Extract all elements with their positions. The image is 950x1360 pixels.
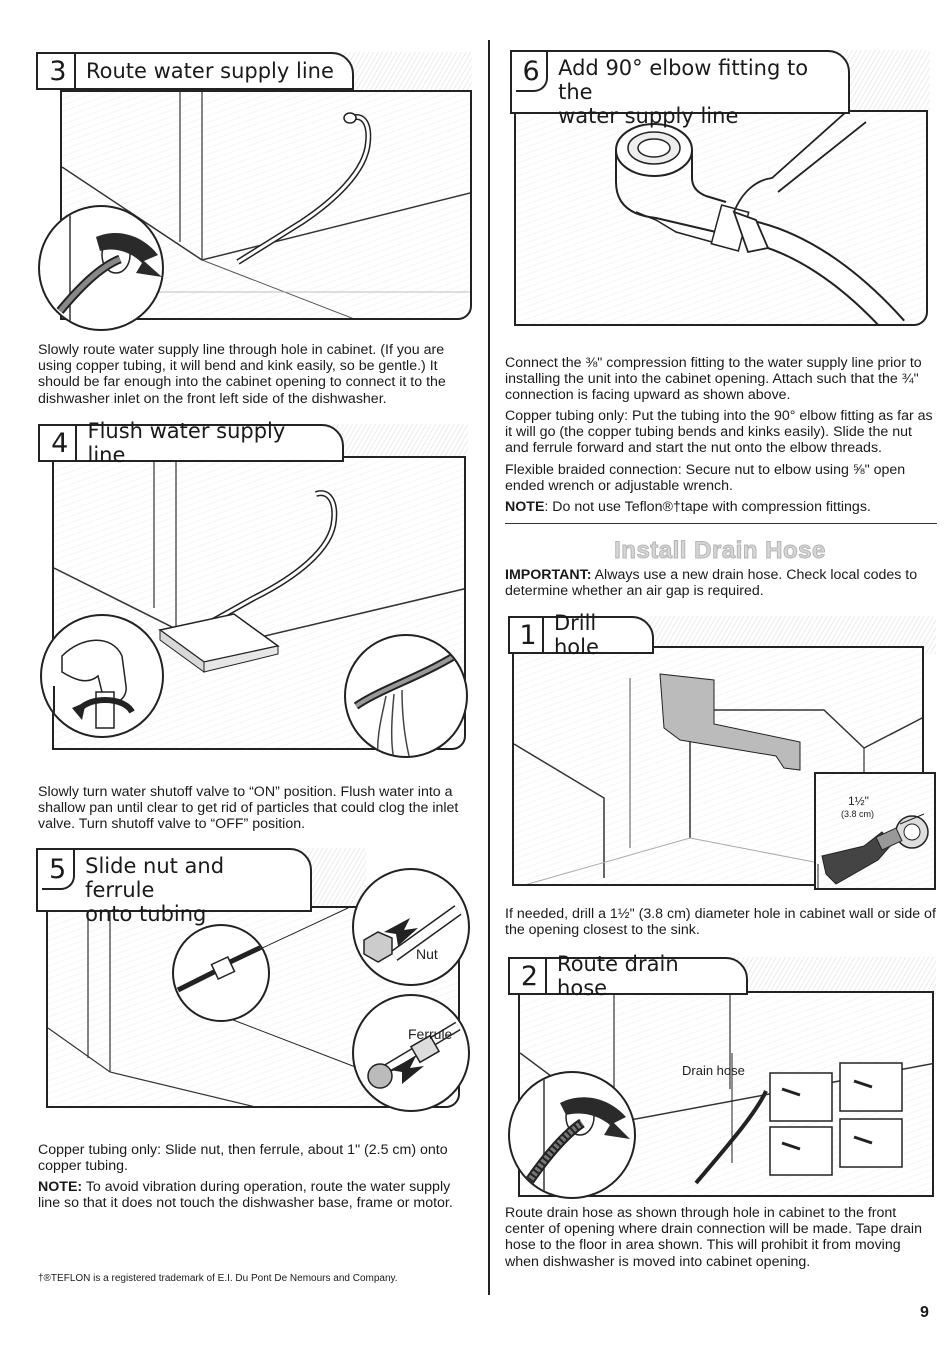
step-5-header: 5 Slide nut and ferrule onto tubing <box>36 848 312 926</box>
step-4-header: 4 Flush water supply line <box>38 419 344 467</box>
step-4-title: Flush water supply line <box>87 419 286 467</box>
install-drain-hose-heading: Install Drain Hose <box>614 537 826 565</box>
step-5-small-detail <box>172 924 270 1022</box>
step-6-note-label: NOTE <box>505 499 545 515</box>
drain-step-2-text: Route drain hose as shown through hole i… <box>505 1205 922 1270</box>
step-4-flush-detail <box>344 634 468 758</box>
hole-size-label: 1½" <box>848 794 869 808</box>
step-6-illustration <box>514 110 928 326</box>
drain-step-1: 1 Drill hole 1½" (3.8 cm) <box>508 611 936 894</box>
step-4-text: Slowly turn water shutoff valve to “ON” … <box>38 784 459 833</box>
step-6-note-text: : Do not use Teflon®†tape with compressi… <box>544 499 871 515</box>
step-5-number: 5 <box>42 850 76 890</box>
step-6-text-3: Flexible braided connection: Secure nut … <box>505 462 906 495</box>
hole-size-metric: (3.8 cm) <box>841 809 875 819</box>
drain-step-1-drill-inset <box>814 772 936 890</box>
step-3-title: Route water supply line <box>86 59 334 83</box>
step-5-title: Slide nut and ferrule onto tubing <box>85 854 225 926</box>
important-label: IMPORTANT: <box>505 567 592 583</box>
nut-label: Nut <box>416 946 438 962</box>
drain-step-2-title: Route drain hose <box>557 952 679 1000</box>
drain-step-1-title: Drill hole <box>553 611 599 659</box>
column-divider <box>488 40 490 1295</box>
drain-step-2-number: 2 <box>514 959 548 993</box>
step-3-number: 3 <box>42 54 76 88</box>
drain-step-1-text: If needed, drill a 1½" (3.8 cm) diameter… <box>505 906 936 939</box>
step-3-header: 3 Route water supply line <box>36 52 354 90</box>
step-6-note: NOTE: Do not use Teflon®†tape with compr… <box>505 499 937 515</box>
drain-step-1-number: 1 <box>514 618 544 652</box>
important-body: Always use a new drain hose. Check local… <box>505 567 918 600</box>
step-5-note-text: To avoid vibration during operation, rou… <box>38 1179 453 1212</box>
step-4-number: 4 <box>44 426 78 460</box>
step-3-detail-circle <box>38 205 164 331</box>
step-5-nut-detail <box>352 868 470 986</box>
step-5-ferrule-detail <box>352 994 470 1112</box>
step-6-header: 6 Add 90° elbow fitting to the water sup… <box>510 50 850 128</box>
footnote: †®TEFLON is a registered trademark of E.… <box>38 1273 398 1284</box>
step-3-text: Slowly route water supply line through h… <box>38 342 446 407</box>
step-3: 3 Route water supply line <box>36 52 472 337</box>
drain-step-2-header: 2 Route drain hose <box>508 952 748 1000</box>
step-5-text: Copper tubing only: Slide nut, then ferr… <box>38 1142 448 1175</box>
step-6-text-1: Connect the ⅜" compression fitting to th… <box>505 355 922 404</box>
drain-step-2-detail-circle <box>508 1071 636 1199</box>
step-6-number: 6 <box>516 52 549 92</box>
step-5: 5 Slide nut and ferrule onto tubing <box>36 848 472 1112</box>
step-4: 4 Flush water supply line <box>38 419 468 758</box>
section-rule <box>505 523 937 524</box>
step-4-valve-detail <box>40 614 164 738</box>
step-6-title: Add 90° elbow fitting to the water suppl… <box>558 56 809 128</box>
page-number: 9 <box>920 1304 929 1321</box>
ferrule-label: Ferrule <box>408 1026 453 1042</box>
step-5-note: NOTE: To avoid vibration during operatio… <box>38 1179 472 1211</box>
step-6: 6 Add 90° elbow fitting to the water sup… <box>510 50 930 330</box>
drain-step-2: 2 Route drain hose Drain hose <box>508 952 936 1199</box>
step-5-note-label: NOTE: <box>38 1179 83 1195</box>
drain-hose-label: Drain hose <box>682 1063 745 1078</box>
step-6-text-2: Copper tubing only: Put the tubing into … <box>505 408 933 457</box>
drain-step-1-header: 1 Drill hole <box>508 611 654 659</box>
important-text: IMPORTANT: Always use a new drain hose. … <box>505 567 937 599</box>
